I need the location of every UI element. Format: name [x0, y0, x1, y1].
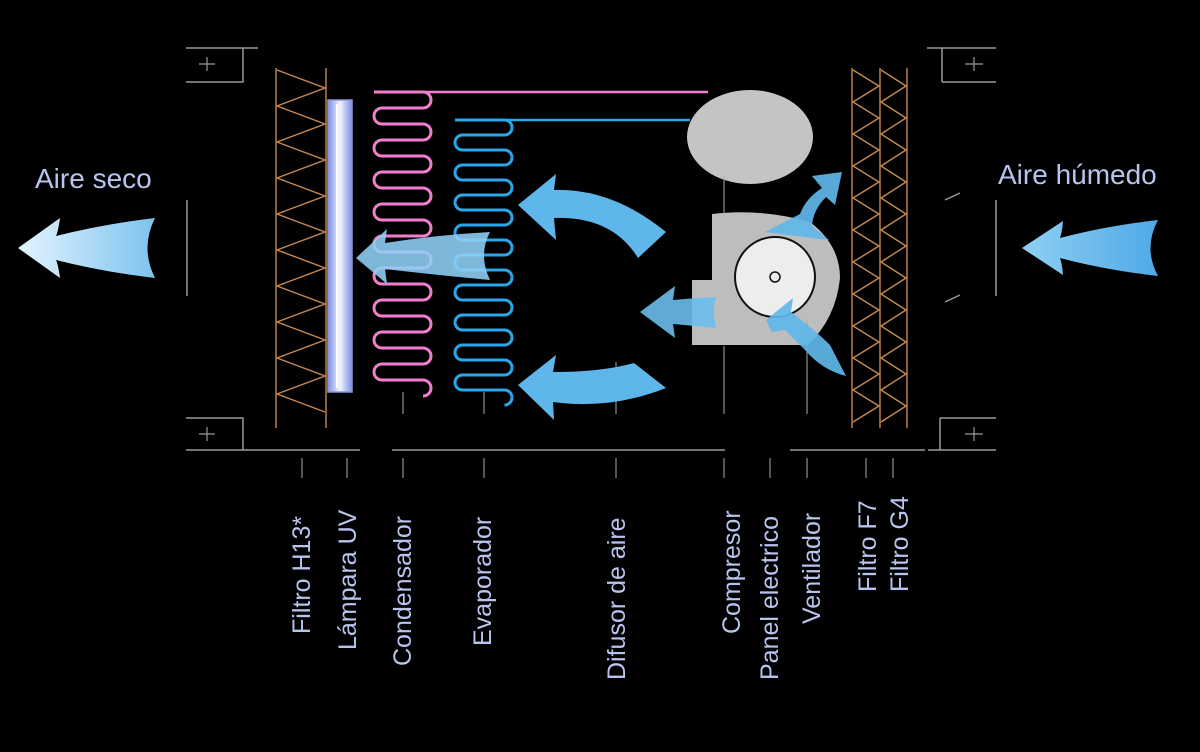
dry-air-outlet-arrow-icon [18, 218, 155, 278]
dry-air-label: Aire seco [35, 163, 152, 194]
airflow-arrows [18, 172, 1158, 420]
diffuser-upper-arrow-icon [518, 174, 666, 258]
humid-air-label: Aire húmedo [998, 159, 1157, 190]
uv-lamp-icon [327, 99, 353, 393]
diffuser-lower-arrow-icon [518, 355, 666, 420]
filter-h13-mesh-icon [275, 68, 327, 428]
fan-intake-lower-arrow-icon [766, 298, 846, 376]
filter-f7-g4-mesh-icon [851, 68, 908, 428]
label-filtro-g4: Filtro G4 [886, 496, 914, 592]
through-coil-arrow-icon [356, 229, 490, 284]
fan-outlet-arrow-icon [640, 286, 716, 338]
label-condensador: Condensador [389, 516, 417, 666]
label-ventilador: Ventilador [798, 513, 826, 624]
label-difusor-de-aire: Difusor de aire [603, 517, 631, 680]
fan-intake-upper-arrow-icon [765, 172, 842, 240]
corner-mounts [199, 57, 983, 441]
humid-air-inlet-arrow-icon [1022, 220, 1158, 276]
component-labels: Filtro H13* Lámpara UV Condensador Evapo… [288, 496, 914, 680]
label-panel-electrico: Panel electrico [756, 516, 784, 680]
label-filtro-h13: Filtro H13* [288, 516, 316, 634]
leader-lines [301, 176, 894, 478]
fan-icon [692, 212, 840, 345]
compressor-icon [687, 90, 813, 184]
label-evaporador: Evaporador [469, 517, 497, 646]
label-lampara-uv: Lámpara UV [334, 509, 362, 650]
label-filtro-f7: Filtro F7 [854, 500, 882, 592]
housing-outline [186, 47, 997, 451]
label-compresor: Compresor [718, 510, 746, 634]
